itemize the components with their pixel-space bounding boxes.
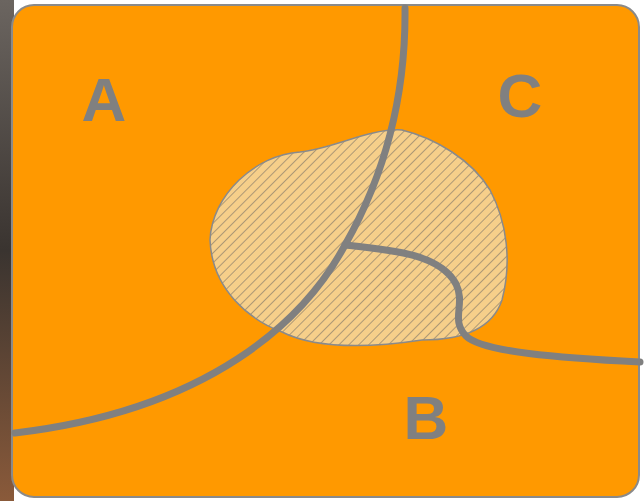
region-label: C <box>498 65 543 127</box>
boundary-line <box>345 245 640 362</box>
hatched-area <box>210 130 507 346</box>
region-label: A <box>82 69 127 131</box>
region-label: B <box>404 387 449 449</box>
map-panel <box>12 5 639 497</box>
boundary-line <box>15 8 405 433</box>
